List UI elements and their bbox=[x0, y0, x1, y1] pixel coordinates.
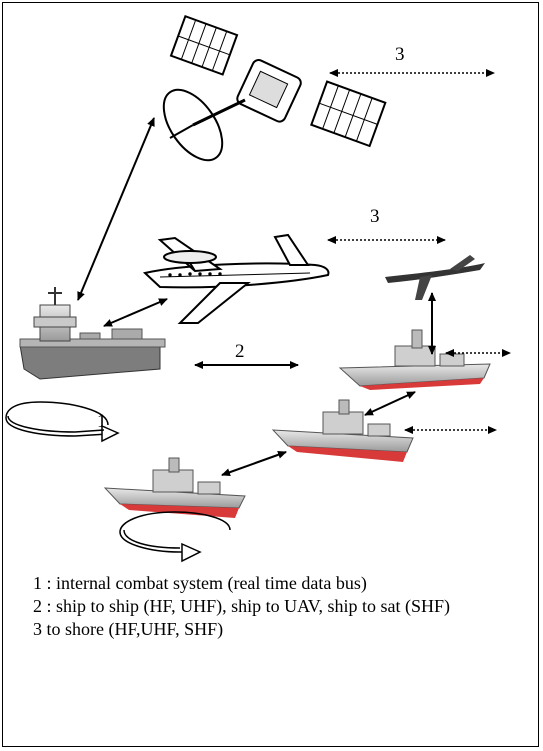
label-2-ship: 2 bbox=[235, 341, 245, 362]
label-3-air: 3 bbox=[370, 206, 380, 227]
arrow-carrier-aircraft bbox=[103, 298, 168, 327]
legend-item-1: 1 : internal combat system (real time da… bbox=[33, 573, 367, 593]
legend-item-3: 3 to shore (HF,UHF, SHF) bbox=[33, 619, 224, 639]
arrow-frigate2-frigate3 bbox=[221, 450, 287, 477]
label-1-internal: 1 bbox=[97, 411, 107, 432]
uav-icon bbox=[385, 255, 485, 300]
arrow-carrier-satellite bbox=[77, 117, 155, 301]
loop-arrow-frigate bbox=[119, 511, 231, 563]
legend: 1 : internal combat system (real time da… bbox=[33, 572, 523, 641]
frigate-1-icon bbox=[338, 329, 491, 390]
satellite-icon bbox=[162, 14, 387, 162]
aircraft-carrier-icon bbox=[19, 287, 166, 380]
arrow-frigate1-frigate2 bbox=[364, 391, 416, 416]
loop-arrow-carrier bbox=[5, 401, 120, 443]
legend-item-2: 2 : ship to ship (HF, UHF), ship to UAV,… bbox=[33, 596, 450, 616]
awacs-aircraft-icon bbox=[142, 233, 330, 324]
frigate-3-icon bbox=[103, 457, 246, 518]
label-3-satellite: 3 bbox=[395, 44, 405, 65]
frigate-2-icon bbox=[271, 399, 414, 462]
